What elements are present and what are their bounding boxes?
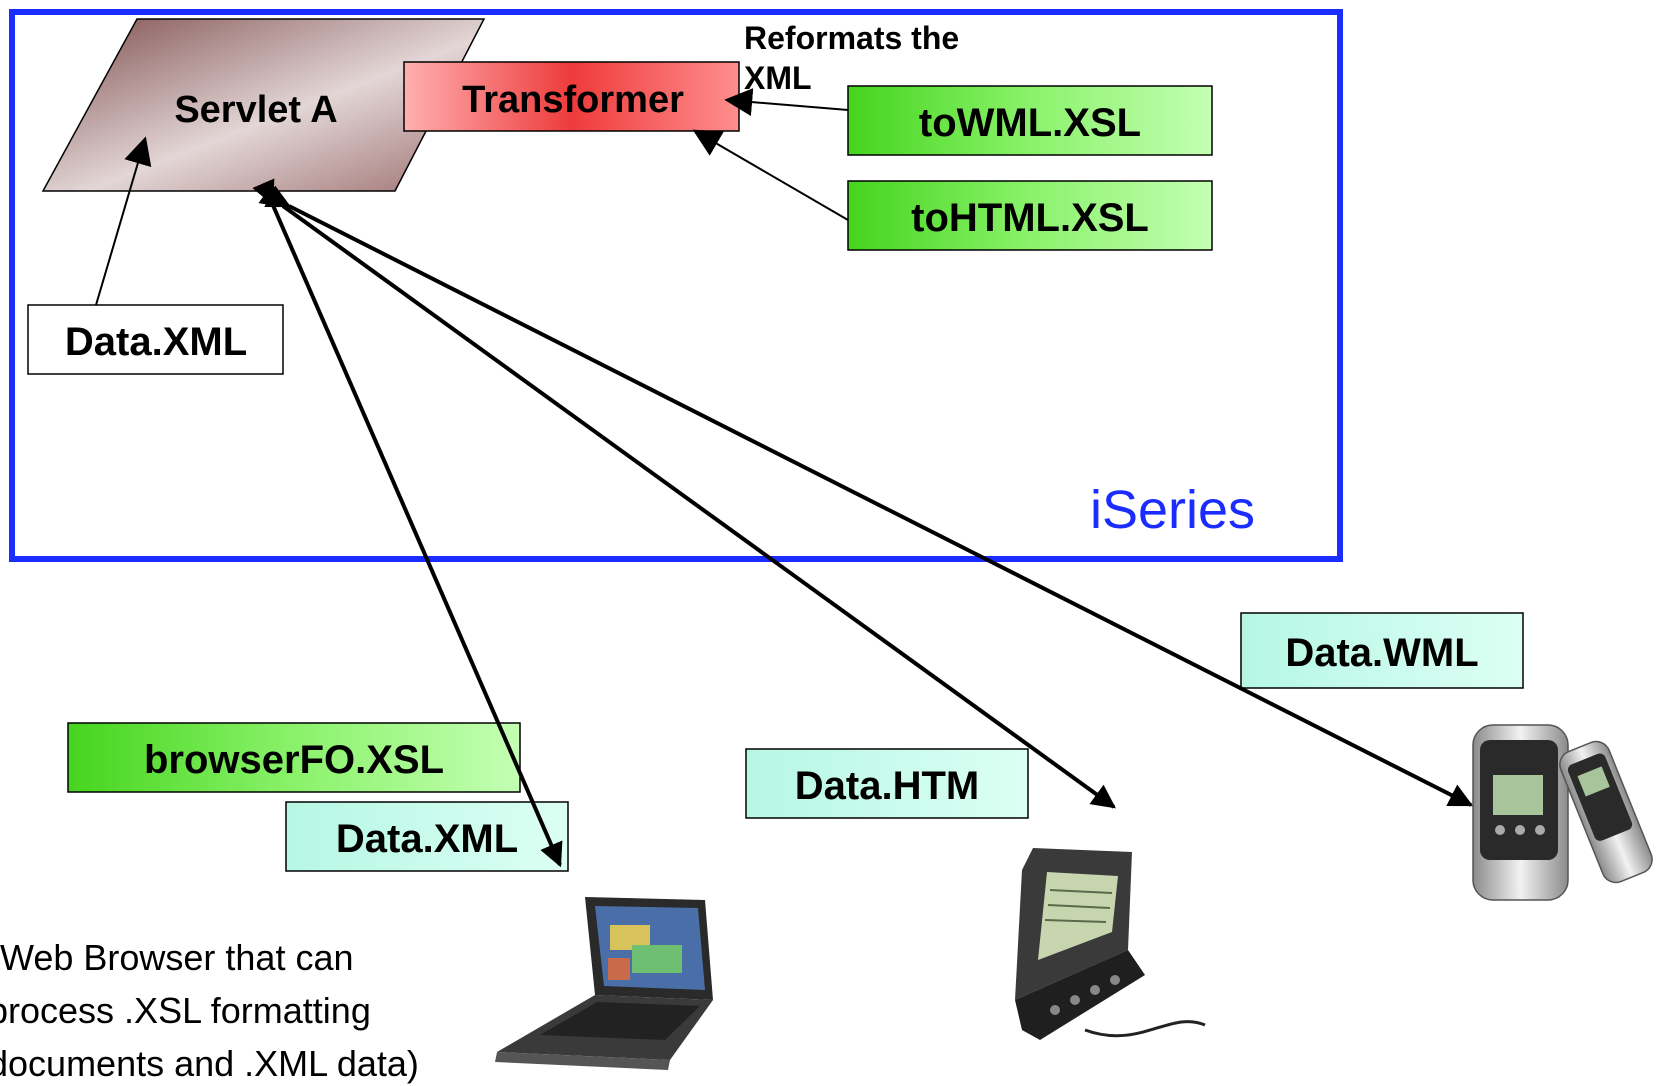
towml-xsl-box [847,85,1213,156]
towml-xsl-label: toWML.XSL [919,101,1141,145]
arrow-towml-to-transformer [724,88,849,117]
laptop-icon [495,897,713,1070]
browser-note-line1: (Web Browser that can [0,937,353,978]
data-wml-label: Data.WML [1285,631,1478,675]
browser-note-line2: process .XSL formatting [0,990,371,1031]
transformer-note-line2: XML [744,60,812,96]
arrow-servlet-pda [258,183,1116,809]
server-data-xml-label: Data.XML [65,320,247,364]
transformer-note-line1: Reformats the [744,20,959,56]
data-htm-label: Data.HTM [795,764,979,808]
browserfo-xsl-label: browserFO.XSL [144,738,444,782]
server-data-xml-box [27,304,284,375]
servlet-a-label: Servlet A [174,89,337,131]
iseries-label: iSeries [1090,480,1255,540]
arrow-data-xml-to-servlet [95,136,152,306]
transformer-label: Transformer [462,79,684,121]
browser-note-line3: documents and .XML data) [0,1043,419,1084]
client-data-xml-label: Data.XML [336,817,518,861]
arrow-tohtml-to-transformer [692,129,849,221]
arrow-servlet-phone [264,185,1474,807]
mobile-phone-icon [1472,724,1653,901]
transformer-box [403,61,740,132]
pda-icon [1015,848,1206,1040]
tohtml-xsl-label: toHTML.XSL [911,196,1149,240]
